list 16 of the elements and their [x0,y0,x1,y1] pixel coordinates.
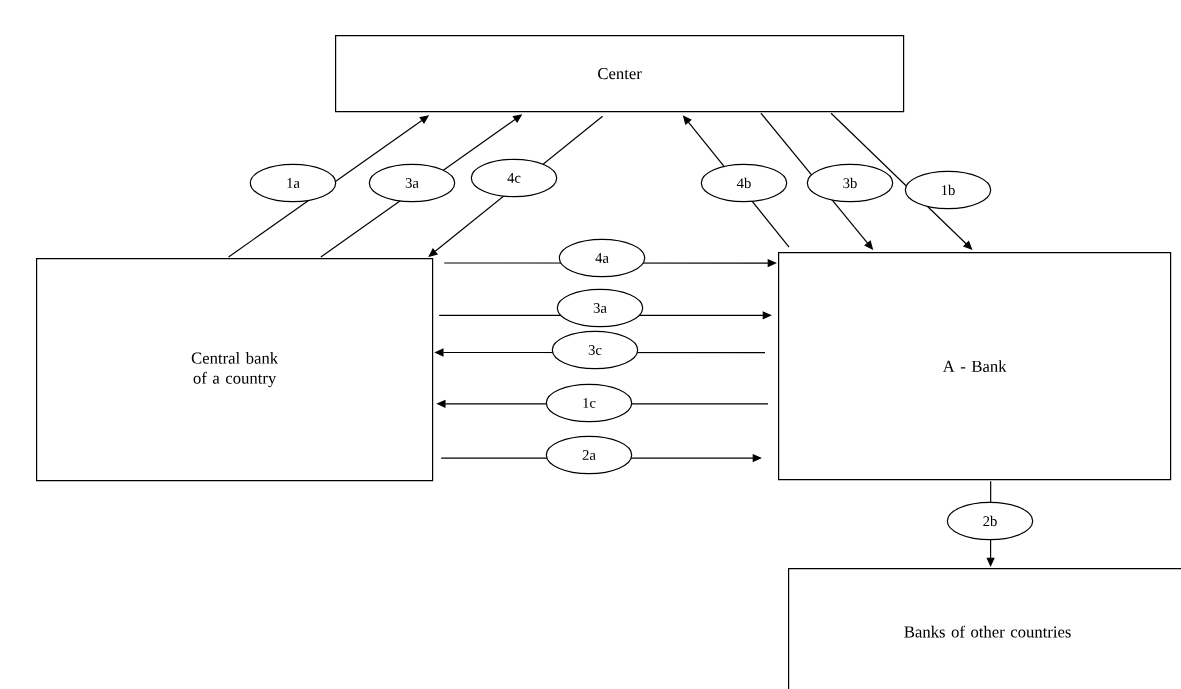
edge-label: 4a [558,238,646,278]
edge-label: 3b [806,163,894,203]
bank-box: Banks of other countries [788,568,1181,689]
edge-label: 1c [545,383,633,423]
center-box: Center [335,35,905,113]
bank-box: A - Bank [778,252,1172,481]
edge-label: 1b [904,170,992,210]
edge-label: 4b [700,163,788,203]
edge-label: 2b [946,501,1034,541]
edge-label: 4c [470,158,558,198]
edge-label: 3c [551,330,639,370]
bank-box: Central bank of a country [36,258,434,482]
edge-label: 3a [556,288,644,328]
edge-label: 2a [545,435,633,475]
edge-label: 3a [368,163,456,203]
edge-label: 1a [249,163,337,203]
